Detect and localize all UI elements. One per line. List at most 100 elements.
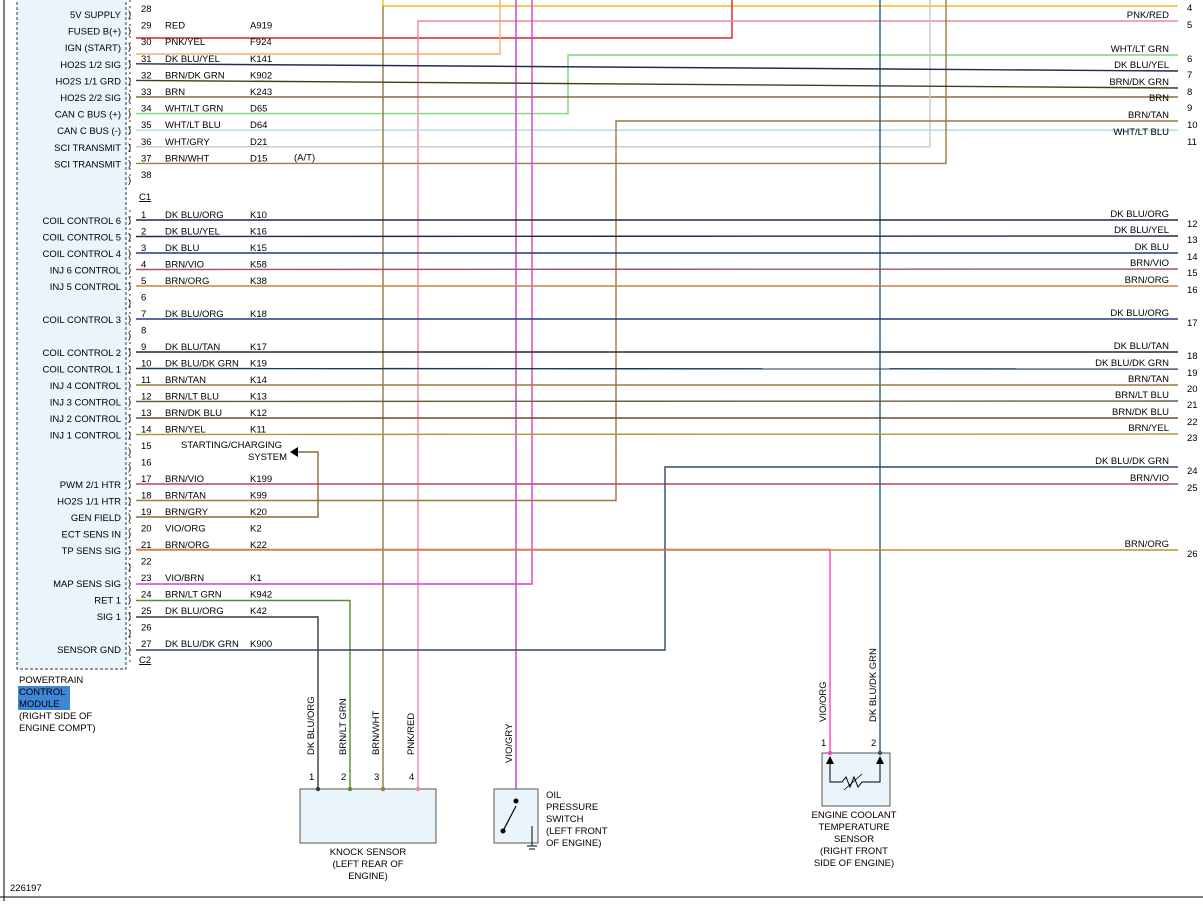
pcm-pin-arrow: ): [128, 364, 131, 375]
pcm-pin-name: HO2S 2/2 SIG: [60, 93, 121, 104]
wire-pin-32: [135, 79, 1179, 89]
pcm-pin-circuit: K199: [250, 474, 272, 485]
pcm-pin-number: 38: [141, 170, 152, 181]
wire-pin-2: [135, 235, 1179, 238]
pcm-pin-circuit: K42: [250, 606, 267, 617]
right-wire-label: BRN/DK BLU: [1112, 407, 1169, 418]
pcm-pin-number: 16: [141, 458, 152, 469]
pcm-pin-number: 9: [141, 342, 146, 353]
pcm-pin-wire-color: BRN/VIO: [165, 260, 204, 271]
pcm-pin-circuit: K20: [250, 507, 267, 518]
pcm-pin-number: 25: [141, 606, 152, 617]
pcm-pin-name: RET 1: [94, 596, 121, 607]
pcm-pin-number: 23: [141, 573, 152, 584]
right-wire-label: BRN: [1149, 93, 1169, 104]
pcm-pin-wire-color: DK BLU/YEL: [165, 227, 220, 238]
pcm-pin-arrow: ): [128, 248, 131, 259]
oil-switch-arm: [502, 805, 517, 832]
pcm-pin-number: 24: [141, 590, 152, 601]
pcm-pin-wire-color: DK BLU/ORG: [165, 210, 224, 221]
pcm-pin-wire-color: BRN/DK BLU: [165, 408, 222, 419]
pcm-pin-arrow: ): [128, 413, 131, 424]
pcm-caption: CONTROL: [19, 687, 65, 698]
pcm-pin-arrow: ): [128, 42, 131, 53]
pcm-pin-circuit: K13: [250, 392, 267, 403]
pcm-pin-circuit: K14: [250, 375, 267, 386]
pcm-module-box: [16, 0, 127, 670]
knock-sensor-wire-label: DK BLU/ORG: [306, 696, 317, 755]
pcm-pin-name: COIL CONTROL 4: [43, 249, 121, 260]
pcm-pin-number: 4: [141, 260, 146, 271]
right-wire-label: DK BLU/ORG: [1110, 308, 1169, 319]
oil-switch-wire-label: VIO/GRY: [504, 723, 515, 763]
pcm-pin-arrow: ): [128, 347, 131, 358]
right-wire-number: 20: [1187, 384, 1198, 395]
right-wire-number: 17: [1187, 318, 1198, 329]
pcm-pin-wire-color: DK BLU: [165, 243, 199, 254]
right-wire-number: 12: [1187, 219, 1198, 230]
pcm-pin-wire-color: BRN/VIO: [165, 474, 204, 485]
pcm-pin-circuit: K902: [250, 70, 272, 81]
pcm-pin-number: 22: [141, 557, 152, 568]
pcm-pin-number: 31: [141, 54, 152, 65]
pcm-pin-arrow: ): [128, 644, 131, 655]
ect-arrow-icon: [876, 756, 884, 764]
pcm-pin-number: 34: [141, 104, 152, 115]
pcm-pin-arrow: ): [128, 595, 131, 606]
pcm-pin-wire-color: BRN/DK GRN: [165, 70, 225, 81]
pcm-pin-wire-color: VIO/ORG: [165, 524, 206, 535]
pcm-pin-arrow: ): [128, 75, 131, 86]
pcm-pin-name: CAN C BUS (-): [57, 126, 121, 137]
right-wire-number: 6: [1187, 54, 1192, 65]
pcm-pin-name: TP SENS SIG: [62, 546, 121, 557]
pcm-caption: MODULE: [19, 699, 60, 710]
wire-ret-1: [136, 599, 351, 790]
pcm-pin-arrow: ): [128, 175, 131, 186]
pcm-pin-name: 5V SUPPLY: [70, 10, 122, 21]
pcm-pin-name: INJ 5 CONTROL: [50, 282, 121, 293]
oil-switch-title: SWITCH: [546, 814, 584, 825]
starting-charging-label: SYSTEM: [248, 452, 287, 463]
right-wire-number: 18: [1187, 351, 1198, 362]
oil-switch-title: (LEFT FRONT: [546, 826, 608, 837]
pcm-pin-arrow: ): [128, 397, 131, 408]
pcm-pin-arrow: ): [128, 545, 131, 556]
right-wire-label: WHT/LT BLU: [1113, 127, 1169, 138]
pcm-pin-circuit: D21: [250, 137, 267, 148]
pcm-pin-name: COIL CONTROL 2: [43, 348, 121, 359]
right-wire-number: 10: [1187, 120, 1198, 131]
pcm-pin-number: 19: [141, 507, 152, 518]
pcm-pin-wire-color: RED: [165, 21, 185, 32]
ect-pin-number: 1: [821, 738, 826, 749]
knock-sensor-title: (LEFT REAR OF: [332, 859, 403, 870]
right-wire-label: PNK/RED: [1127, 10, 1169, 21]
knock-sensor-wire-label: PNK/RED: [406, 713, 417, 755]
oil-switch-title: PRESSURE: [546, 802, 598, 813]
pcm-pin-circuit: K17: [250, 342, 267, 353]
knock-sensor-title: ENGINE): [348, 871, 388, 882]
right-wire-label: BRN/ORG: [1125, 275, 1169, 286]
pcm-pin-number: 3: [141, 243, 146, 254]
pcm-pin-arrow: ): [128, 232, 131, 243]
oil-switch-title: OIL: [546, 790, 561, 801]
right-wire-number: 21: [1187, 400, 1198, 411]
pcm-pin-arrow: ): [128, 331, 131, 342]
pcm-pin-circuit: K18: [250, 309, 267, 320]
pcm-pin-wire-color: BRN/LT BLU: [165, 392, 219, 403]
pcm-pin-wire-color: BRN/TAN: [165, 375, 206, 386]
pcm-pin-wire-color: PNK/YEL: [165, 37, 205, 48]
knock-sensor-wire-label: BRN/WHT: [371, 710, 382, 755]
pcm-pin-number: 10: [141, 359, 152, 370]
pcm-pin-circuit: F924: [250, 37, 272, 48]
right-wire-label: DK BLU/YEL: [1114, 60, 1169, 71]
right-wire-number: 19: [1187, 368, 1198, 379]
pcm-pin-number: 12: [141, 392, 152, 403]
ect-title: ENGINE COOLANT: [812, 810, 897, 821]
pcm-pin-circuit: K243: [250, 87, 272, 98]
pcm-pin-name: ECT SENS IN: [62, 530, 122, 541]
knock-sensor-terminal: [315, 786, 321, 792]
pcm-pin-arrow: ): [128, 158, 131, 169]
right-wire-label: BRN/VIO: [1130, 473, 1169, 484]
wire-pin-14: [135, 433, 1179, 436]
